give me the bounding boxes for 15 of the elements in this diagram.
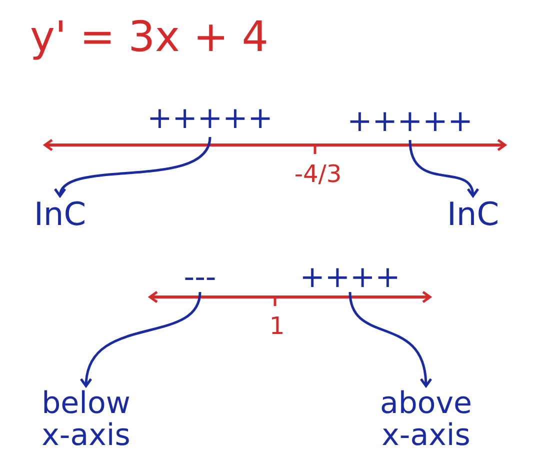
- arrow: [56, 136, 212, 198]
- sign-marks: ---: [150, 262, 250, 292]
- sign-marks: +++++: [130, 103, 290, 137]
- arrow: [348, 292, 432, 388]
- interval-note: InC: [428, 198, 518, 238]
- tick-value: -4/3: [293, 160, 343, 188]
- arrow: [408, 140, 478, 198]
- arrow: [80, 292, 202, 388]
- tick-value: 1: [268, 312, 286, 340]
- equation-title: y' = 3x + 4: [30, 12, 268, 61]
- interval-note: below x-axis: [30, 388, 142, 458]
- sign-marks: +++++: [330, 106, 490, 140]
- sign-marks: ++++: [280, 262, 420, 292]
- interval-note: InC: [15, 198, 105, 238]
- interval-note: above x-axis: [370, 388, 482, 458]
